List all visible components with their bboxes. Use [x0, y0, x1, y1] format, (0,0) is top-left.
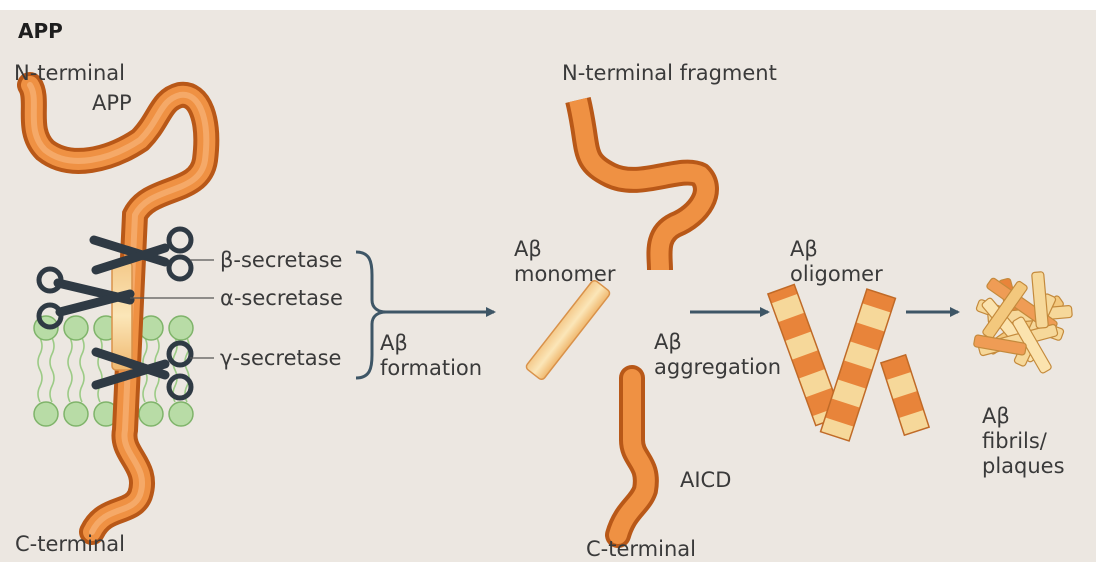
- abeta-fibrils-line3: plaques: [982, 454, 1065, 479]
- abeta-oligomer: [768, 284, 929, 441]
- abeta-oligomer-line1: Aβ: [790, 237, 883, 262]
- panel-title: APP: [18, 19, 63, 43]
- c-terminal-label-left: C-terminal: [15, 532, 125, 556]
- gamma-secretase-label: γ-secretase: [220, 346, 341, 370]
- n-terminal-label: N-terminal: [14, 61, 125, 85]
- abeta-monomer-line1: Aβ: [514, 237, 615, 262]
- abeta-formation-label: Aβ formation: [380, 331, 482, 381]
- abeta-monomer-line2: monomer: [514, 262, 615, 287]
- aicd-fragment: [618, 378, 646, 535]
- abeta-formation-line1: Aβ: [380, 331, 482, 356]
- abeta-oligomer-label: Aβ oligomer: [790, 237, 883, 287]
- abeta-fibrils-label: Aβ fibrils/ plaques: [982, 404, 1065, 479]
- c-terminal-label-middle: C-terminal: [586, 537, 696, 561]
- abeta-monomer-label: Aβ monomer: [514, 237, 615, 287]
- abeta-oligomer-line2: oligomer: [790, 262, 883, 287]
- app-protein-label: APP: [92, 91, 132, 115]
- abeta-fibrils-line2: fibrils/: [982, 429, 1065, 454]
- abeta-aggregation-line2: aggregation: [654, 355, 781, 380]
- abeta-aggregation-label: Aβ aggregation: [654, 330, 781, 380]
- aicd-label: AICD: [680, 468, 731, 492]
- abeta-fibrils-plaques: [973, 272, 1072, 374]
- alpha-secretase-label: α-secretase: [220, 286, 343, 310]
- abeta-formation-line2: formation: [380, 356, 482, 381]
- abeta-fibrils-line1: Aβ: [982, 404, 1065, 429]
- abeta-monomer: [525, 279, 611, 381]
- abeta-aggregation-line1: Aβ: [654, 330, 781, 355]
- beta-secretase-label: β-secretase: [220, 248, 342, 272]
- n-terminal-fragment-label: N-terminal fragment: [562, 61, 777, 85]
